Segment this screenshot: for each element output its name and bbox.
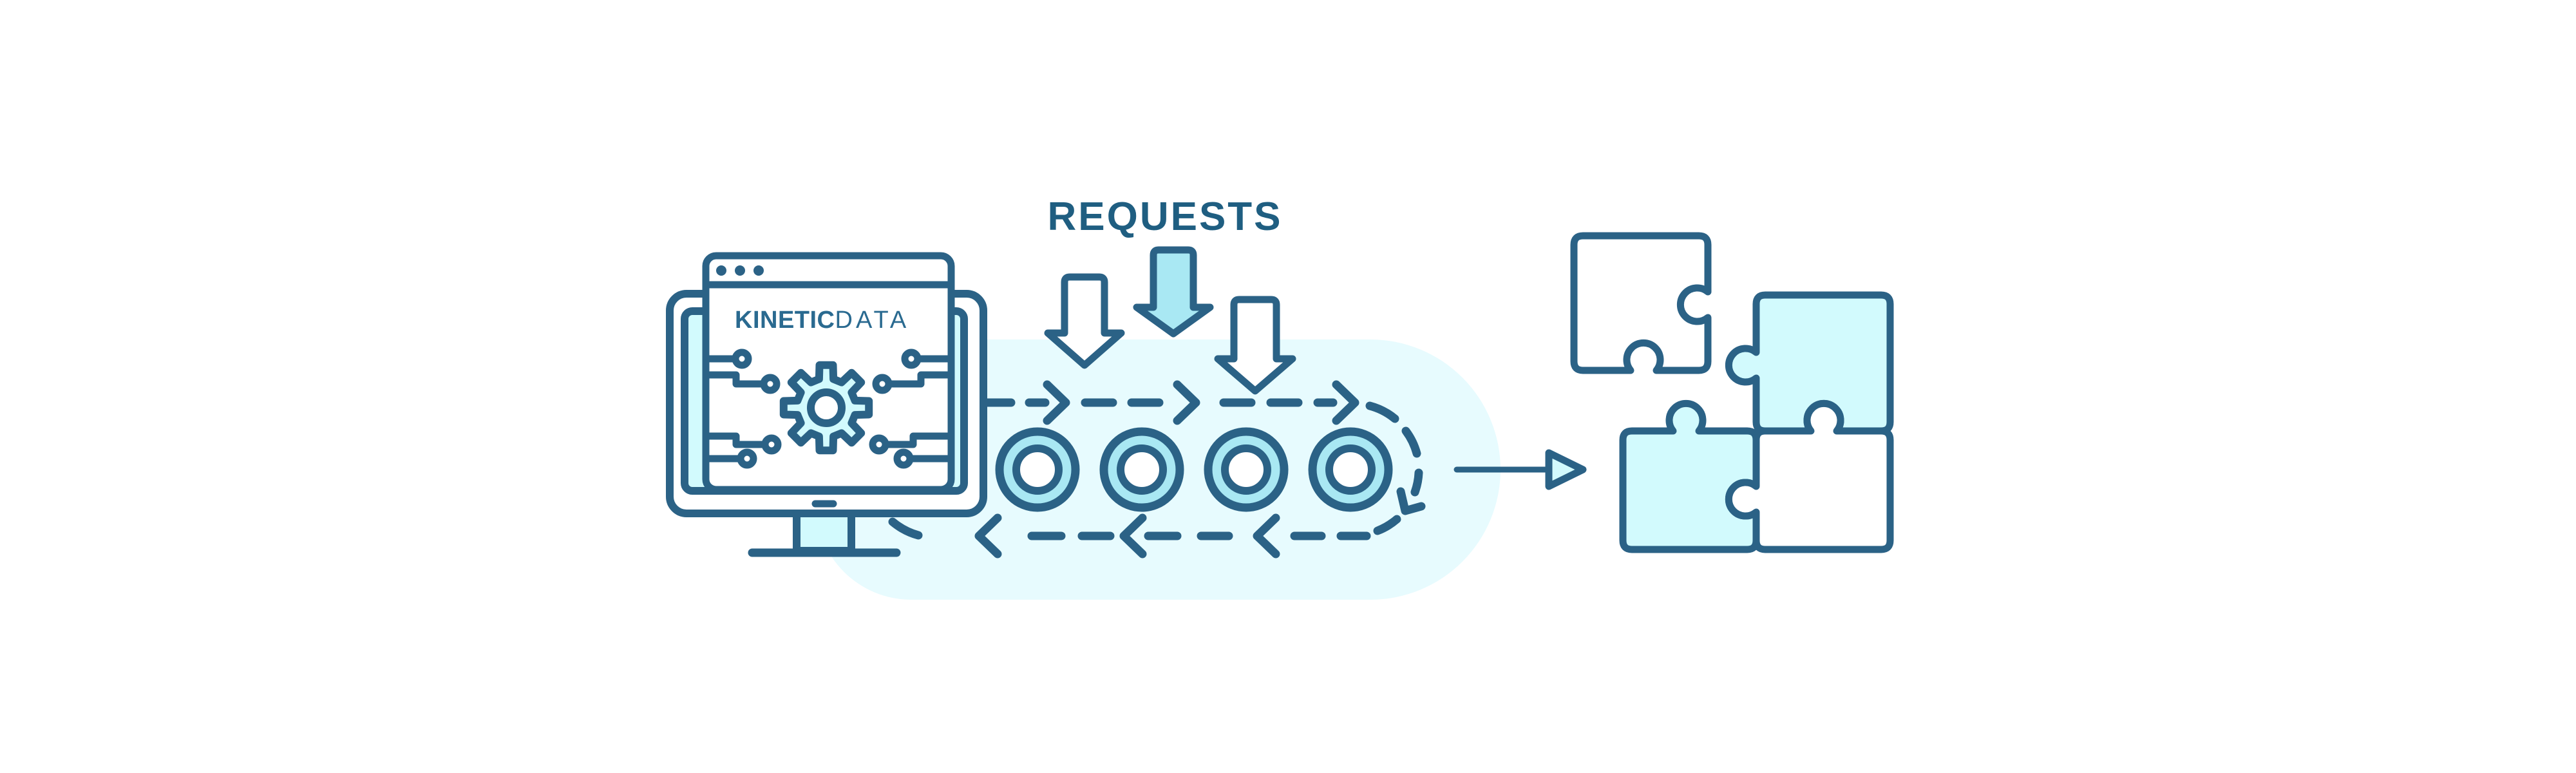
ring-inner (1325, 444, 1376, 495)
monitor-stand (793, 510, 855, 555)
circuit-line (883, 432, 954, 448)
puzzle-piece-icon-bottom-right (1725, 399, 1894, 553)
queue-ring-icon (1099, 427, 1184, 512)
browser-dot-icon (735, 265, 745, 276)
ring-inner (1012, 444, 1063, 495)
puzzle-pieces (1570, 232, 1894, 553)
circuit-node (869, 434, 889, 455)
dashed-loop-bottom-left-curve (888, 517, 923, 540)
kinetic-data-logo: KINETICDATA (735, 307, 909, 334)
queue-ring-icon (995, 427, 1080, 512)
right-arrow-head (1545, 449, 1587, 490)
arrowhead-right-icon (1043, 380, 1070, 425)
arrowhead-left-icon (1119, 513, 1147, 558)
circuit-line (703, 432, 768, 448)
down-arrow-icon (1214, 296, 1296, 395)
puzzle-piece-icon-bottom-left (1619, 399, 1760, 553)
down-arrow-icon-highlighted (1133, 246, 1214, 338)
circuit-line (886, 371, 954, 388)
logo-kinetic-text: KINETIC (735, 307, 835, 334)
right-arrow-icon (1454, 449, 1587, 490)
down-arrow-icon (1044, 273, 1125, 369)
logo-data-text: DATA (835, 307, 910, 334)
browser-dot-icon (716, 265, 726, 276)
circuit-node (737, 448, 757, 469)
gear-hub (807, 388, 846, 427)
browser-window-icon: KINETICDATA (702, 252, 955, 493)
puzzle-piece-icon-detached (1570, 232, 1712, 374)
circuit-node (901, 348, 922, 369)
ring-inner (1117, 444, 1167, 495)
dashed-loop-right-curve-end (1373, 515, 1401, 535)
circuit-node (893, 448, 914, 469)
circuit-node (761, 434, 782, 455)
page-title: REQUESTS (1047, 195, 1282, 239)
queue-ring-icon (1308, 427, 1393, 512)
arrowhead-down-icon (1396, 487, 1426, 515)
ring-inner (1221, 444, 1271, 495)
dashed-loop-icon (888, 380, 1426, 558)
circuit-node (760, 374, 781, 394)
arrowhead-left-icon (1253, 513, 1280, 558)
gear-icon (779, 361, 873, 455)
circuit-node (732, 348, 752, 369)
circuit-traces (703, 348, 954, 469)
incoming-request-arrows (1044, 246, 1296, 395)
arrowhead-right-icon (1332, 380, 1359, 425)
browser-dot-icon (753, 265, 764, 276)
queue-rings (995, 427, 1393, 512)
circuit-line (703, 371, 766, 388)
queue-ring-icon (1204, 427, 1289, 512)
circuit-node (872, 374, 893, 394)
arrowhead-right-icon (1173, 380, 1200, 425)
dashed-loop-right-curve (1365, 401, 1423, 497)
arrowhead-left-icon (974, 513, 1002, 558)
